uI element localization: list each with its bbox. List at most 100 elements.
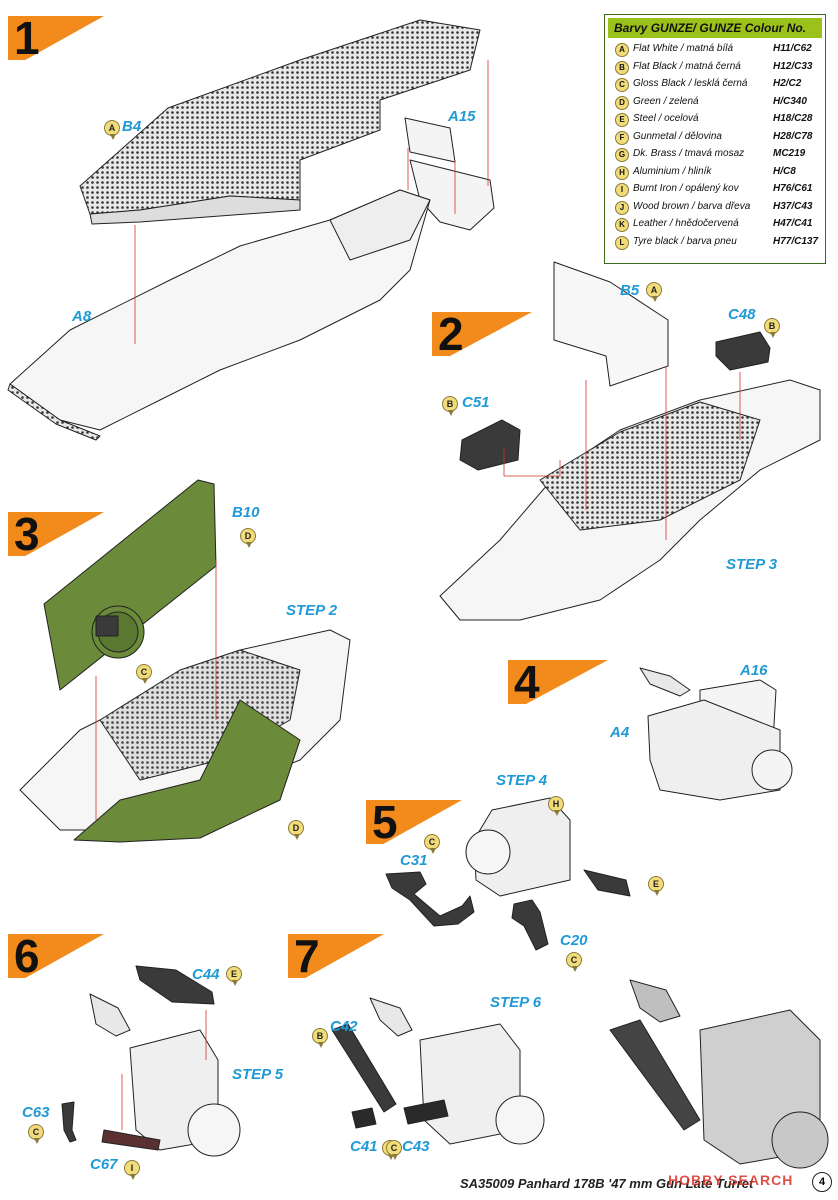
part-c43 (403, 1099, 449, 1125)
badge-c-step3: C (136, 664, 152, 684)
badge-c48: B (764, 318, 780, 338)
badge-d-step3: D (288, 820, 304, 840)
colour-name: Tyre black / barva pneu (633, 235, 737, 247)
part-b5 (553, 261, 669, 387)
badge-b5: A (646, 282, 662, 302)
label-c63: C63 (22, 1104, 50, 1121)
step-1-banner: 1 (8, 12, 104, 64)
colour-code: MC219 (773, 148, 806, 159)
colour-name: Aluminium / hliník (633, 165, 712, 177)
colour-letter-badge: D (615, 95, 629, 110)
colour-name: Flat White / matná bílá (633, 43, 734, 54)
label-a8: A8 (72, 308, 92, 325)
colour-code: H76/C61 (773, 183, 813, 194)
step-3-number: 3 (14, 508, 40, 560)
colour-table: Barvy GUNZE/ GUNZE Colour No. A Flat Whit… (604, 14, 826, 264)
colour-name: Flat Black / matná černá (633, 60, 741, 72)
badge-b10: D (240, 528, 256, 548)
colour-code: H/C8 (773, 165, 796, 177)
colour-name: Steel / ocelová (633, 113, 699, 124)
label-c48: C48 (728, 306, 756, 323)
colour-letter-badge: B (615, 60, 629, 75)
step-4-banner: 4 (508, 656, 608, 708)
colour-name: Burnt Iron / opálený kov (633, 183, 739, 194)
badge-c67: I (124, 1160, 140, 1180)
colour-row: I Burnt Iron / opálený kov H76/C61 (605, 181, 825, 199)
label-a15: A15 (448, 108, 476, 125)
part-c63 (61, 1101, 77, 1143)
colour-name: Leather / hnědočervená (633, 218, 739, 229)
colour-letter-badge: A (615, 43, 629, 57)
colour-letter-badge: G (615, 148, 629, 162)
badge-b4: A (104, 120, 120, 140)
part-a8-hull (9, 189, 431, 431)
label-step4: STEP 4 (496, 772, 548, 789)
badge-c63: C (28, 1124, 44, 1144)
label-c31: C31 (400, 852, 428, 869)
colour-row: H Aluminium / hliník H/C8 (605, 164, 825, 182)
badge-step4: H (548, 796, 564, 816)
part-c48 (715, 331, 771, 371)
label-b10: B10 (232, 504, 260, 521)
part-c20 (511, 899, 549, 951)
badge-c44: E (226, 966, 242, 986)
colour-name: Wood brown / barva dřeva (633, 200, 751, 212)
step-1-number: 1 (14, 12, 40, 64)
part-c51 (459, 419, 521, 471)
colour-name: Green / zelená (633, 95, 699, 107)
colour-code: H/C340 (773, 95, 807, 107)
part-c31 (385, 871, 475, 927)
label-c51: C51 (462, 394, 490, 411)
step-6-number: 6 (14, 930, 40, 982)
colour-letter-badge: F (615, 130, 629, 145)
step-5-banner: 5 (366, 796, 462, 848)
label-a16: A16 (740, 662, 768, 679)
label-b4: B4 (122, 118, 142, 135)
colour-table-title: Barvy GUNZE/ GUNZE Colour No. (608, 18, 822, 38)
step-3-banner: 3 (8, 508, 104, 560)
step-6-banner: 6 (8, 930, 104, 982)
step3-green-interior (73, 699, 301, 843)
colour-code: H11/C62 (773, 43, 812, 54)
colour-letter-badge: C (615, 78, 629, 92)
colour-code: H47/C41 (773, 218, 813, 229)
step-5-number: 5 (372, 796, 398, 848)
colour-code: H18/C28 (773, 113, 813, 124)
colour-letter-badge: H (615, 165, 629, 180)
step-2-banner: 2 (432, 308, 532, 360)
label-step6: STEP 6 (490, 994, 542, 1011)
colour-letter-badge: I (615, 183, 629, 197)
label-step3: STEP 3 (726, 556, 778, 573)
label-b5: B5 (620, 282, 640, 299)
badge-c51: B (442, 396, 458, 416)
part-c44 (135, 965, 215, 1005)
label-c43: C43 (402, 1138, 430, 1155)
step-4-number: 4 (514, 656, 540, 708)
label-c67: C67 (90, 1156, 118, 1173)
label-a4: A4 (610, 724, 630, 741)
part-c67 (101, 1129, 161, 1151)
colour-code: H77/C137 (773, 235, 819, 247)
badge-c31: C (424, 834, 440, 854)
label-c44: C44 (192, 966, 220, 983)
label-step5: STEP 5 (232, 1066, 284, 1083)
colour-row: E Steel / ocelová H18/C28 (605, 111, 825, 129)
part-a4-engine (647, 699, 781, 801)
colour-row: A Flat White / matná bílá H11/C62 (605, 41, 825, 59)
colour-letter-badge: J (615, 200, 629, 215)
colour-row: D Green / zelená H/C340 (605, 94, 825, 112)
badge-c42: B (312, 1028, 328, 1048)
label-c42: C42 (330, 1018, 358, 1035)
badge-c20: C (566, 952, 582, 972)
label-c20: C20 (560, 932, 588, 949)
step-2-number: 2 (438, 308, 464, 360)
colour-code: H28/C78 (773, 130, 813, 142)
part-b10-panel (43, 479, 217, 691)
colour-letter-badge: E (615, 113, 629, 127)
label-step2: STEP 2 (286, 602, 338, 619)
